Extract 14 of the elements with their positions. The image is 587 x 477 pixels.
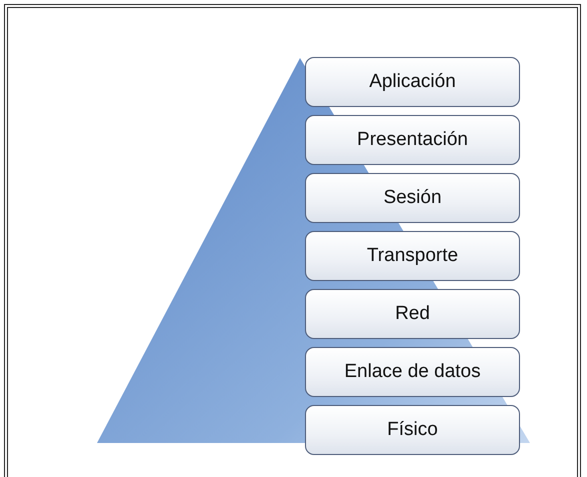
layer-box [305, 57, 520, 107]
layer-box [305, 405, 520, 455]
layer-box [305, 347, 520, 397]
layer-label: Sesión [383, 187, 442, 209]
layer-box [305, 231, 520, 281]
layer-label: Enlace de datos [344, 361, 481, 383]
layer-box [305, 289, 520, 339]
layer-label: Aplicación [369, 71, 456, 93]
layer-label: Red [395, 303, 430, 325]
layer-label: Físico [387, 419, 438, 441]
layer-box [305, 173, 520, 223]
layer-label: Presentación [357, 129, 468, 151]
layer-box [305, 115, 520, 165]
layer-label: Transporte [366, 245, 458, 267]
